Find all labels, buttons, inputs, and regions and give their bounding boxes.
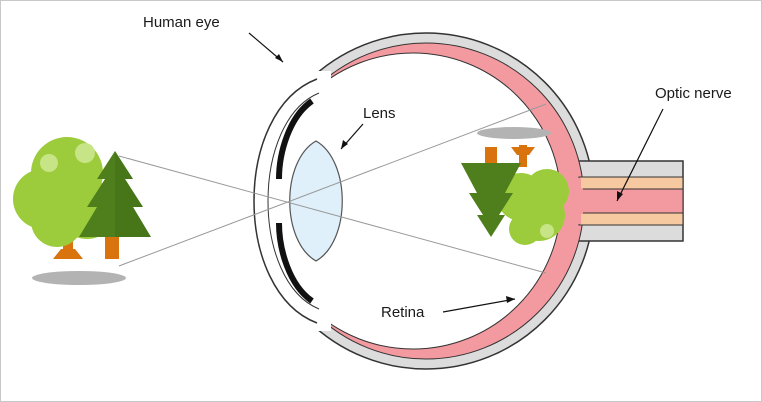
- label-retina: Retina: [381, 304, 425, 321]
- arrow-retina: [442, 298, 516, 313]
- retinal-image: [461, 127, 569, 245]
- cornea-inner: [267, 92, 320, 310]
- lens: [289, 140, 343, 262]
- conifer-tree: [79, 151, 151, 237]
- light-ray-top: [118, 155, 547, 274]
- cornea-region: [253, 71, 343, 331]
- light-rays: [118, 103, 547, 274]
- inverted-deciduous-tree: [497, 169, 569, 245]
- deciduous-tree: [13, 137, 117, 247]
- label-human-eye: Human eye: [143, 14, 220, 31]
- iris-upper: [276, 98, 314, 180]
- annotations: Human eye Lens Optic nerve Retina: [143, 14, 732, 321]
- label-lens: Lens: [363, 105, 396, 122]
- light-ray-bottom: [118, 103, 547, 267]
- optic-nerve-core: [578, 188, 684, 214]
- iris-lower: [276, 222, 314, 304]
- arrow-optic-nerve: [616, 108, 664, 202]
- cornea: [253, 78, 318, 324]
- conifer-trunk: [105, 237, 119, 259]
- image-shadow: [477, 127, 551, 139]
- inverted-conifer-tree: [461, 163, 521, 237]
- object-shadow: [32, 271, 126, 285]
- object-trees: [13, 137, 151, 285]
- label-optic-nerve: Optic nerve: [655, 85, 732, 102]
